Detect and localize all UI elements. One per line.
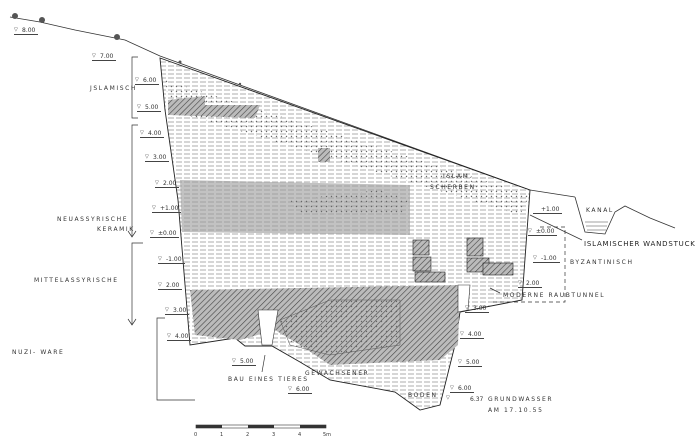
scale-tick: 1 bbox=[220, 432, 224, 438]
level-label: 2.00 bbox=[158, 282, 183, 290]
canal-water bbox=[585, 221, 608, 231]
level-label: 3.00 bbox=[145, 154, 170, 162]
level-label: 3.00 bbox=[465, 305, 490, 313]
surface-stones bbox=[12, 13, 242, 86]
level-label: +1.00 bbox=[533, 206, 563, 214]
annotation-scherben: SCHERBEN bbox=[430, 184, 476, 191]
pebble-layer bbox=[279, 299, 401, 356]
hatched-block bbox=[318, 148, 330, 162]
annotation-raubtunnel: MODERNE RAUBTUNNEL bbox=[503, 292, 606, 299]
annotation-bau-eines-tieres: BAU EINES TIERES bbox=[228, 376, 309, 383]
scale-bar bbox=[195, 424, 327, 429]
annotation-boden: BODEN bbox=[408, 392, 438, 399]
scale-tick: 3 bbox=[272, 432, 276, 438]
scale-tick: 0 bbox=[194, 432, 198, 438]
period-byzantinisch: BYZANTINISCH bbox=[570, 259, 634, 266]
level-label: 5.00 bbox=[458, 359, 483, 367]
scale-tick: 5m bbox=[323, 432, 332, 438]
annotation-wandstuck: ISLAMISCHER WANDSTUCK bbox=[584, 240, 696, 248]
level-label: 6.00 bbox=[450, 385, 475, 393]
level-label: 8.00 bbox=[14, 27, 39, 35]
byzantine-blocks bbox=[412, 237, 514, 283]
level-label: 6.00 bbox=[288, 386, 313, 394]
canal-profile bbox=[574, 196, 676, 235]
annotation-kanal: KANAL bbox=[586, 207, 614, 214]
level-label: ±0.00 bbox=[528, 228, 558, 236]
period-mittelassyrische: MITTELASSYRISCHE bbox=[34, 277, 119, 284]
level-label: +1.00 bbox=[152, 205, 182, 213]
period-brackets-left bbox=[127, 56, 195, 401]
islamic-hatched-layer bbox=[168, 96, 260, 118]
groundwater-level: 6.37 bbox=[470, 396, 484, 403]
period-islamisch: JSLAMISCH bbox=[90, 85, 138, 92]
scale-tick: 4 bbox=[298, 432, 302, 438]
animal-burrow bbox=[257, 309, 279, 346]
level-label: 2.00 bbox=[155, 180, 180, 188]
dotted-mound bbox=[290, 190, 410, 215]
level-label: 4.00 bbox=[167, 333, 192, 341]
level-label: 4.00 bbox=[460, 331, 485, 339]
level-label: 5.00 bbox=[232, 358, 257, 366]
annotation-gewachsener: GEWACHSENER bbox=[305, 370, 370, 377]
level-label: 4.00 bbox=[140, 130, 165, 138]
period-neuassyrische: NEUASSYRISCHE bbox=[57, 216, 129, 223]
level-label: -1.00 bbox=[158, 256, 185, 264]
annotation-datum: AM 17.10.55 bbox=[488, 407, 544, 414]
level-label: -1.00 bbox=[533, 255, 560, 263]
level-label: 7.00 bbox=[92, 53, 117, 61]
annotation-islam: ISLAM. bbox=[443, 173, 473, 180]
period-keramik: KERAMIK bbox=[97, 226, 135, 233]
period-nuzi: NUZI- WARE bbox=[12, 349, 65, 356]
level-label: 6.00 bbox=[135, 77, 160, 85]
level-label: 2.00 bbox=[518, 280, 543, 288]
level-label: 3.00 bbox=[165, 307, 190, 315]
level-label: ±0.00 bbox=[150, 230, 180, 238]
scale-tick: 2 bbox=[246, 432, 250, 438]
level-label: 5.00 bbox=[137, 104, 162, 112]
annotation-grundwasser: GRUNDWASSER bbox=[488, 396, 554, 403]
